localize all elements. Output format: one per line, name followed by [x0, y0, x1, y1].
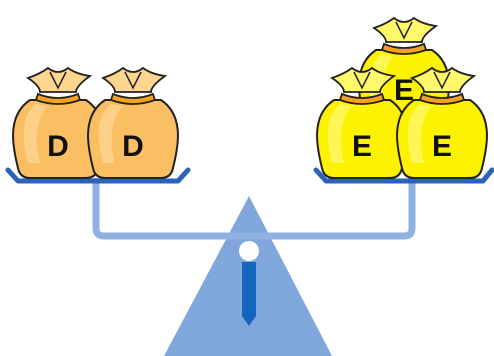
bag-d-2-label: D — [122, 130, 144, 163]
left-pan — [5, 167, 191, 184]
scale-beam — [92, 178, 416, 240]
bag-e-2: E — [396, 67, 488, 179]
bag-e-2-label: E — [432, 130, 452, 163]
bag-d-1-label: D — [47, 130, 69, 163]
bag-e-1-label: E — [352, 130, 372, 163]
bag-d-2: D — [87, 67, 179, 179]
bag-d-1: D — [12, 67, 104, 179]
bag-e-1: E — [316, 67, 408, 179]
bag-e-3: E — [358, 17, 450, 129]
bag-e-3-label: E — [394, 74, 414, 107]
right-pan — [313, 167, 494, 184]
pointer-needle — [239, 241, 259, 326]
